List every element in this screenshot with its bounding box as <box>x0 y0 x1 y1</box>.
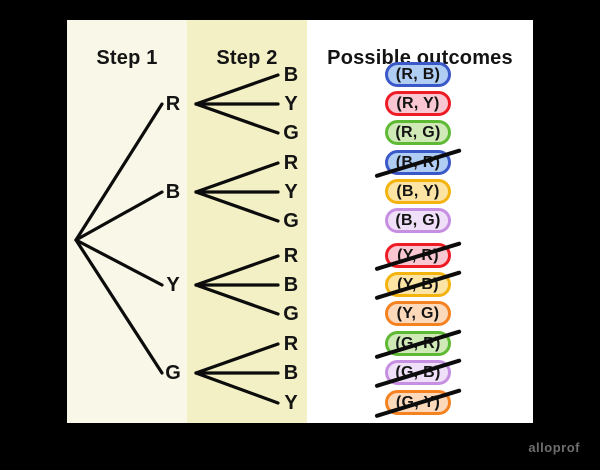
outcome-pill-gy: (G, Y) <box>374 387 462 418</box>
outcome-pill-by: (B, Y) <box>385 179 451 204</box>
node-label-step2-g-r: R <box>283 333 299 355</box>
outcome-label: (R, B) <box>395 65 441 83</box>
node-label-step2-y-b: B <box>283 274 299 296</box>
outcome-pill-yg: (Y, G) <box>385 301 451 326</box>
strikethrough-line <box>374 147 462 178</box>
node-label-step2-r-y: Y <box>284 93 298 115</box>
strikethrough-line <box>374 269 462 300</box>
node-label-step2-y-g: G <box>283 303 299 325</box>
node-label-step2-g-b: B <box>283 362 299 384</box>
strikethrough-line <box>374 387 462 418</box>
outcome-pill-rb: (R, B) <box>385 62 451 87</box>
node-label-step2-r-g: G <box>283 122 299 144</box>
node-label-step1-b: B <box>165 181 181 203</box>
outcome-pill-gr: (G, R) <box>374 328 462 359</box>
outcome-pill-gb: (G, B) <box>374 357 462 388</box>
node-label-step2-r-b: B <box>283 64 299 86</box>
outcome-label: (B, Y) <box>396 182 440 200</box>
node-label-step1-g: G <box>165 362 181 384</box>
outcome-label: (B, G) <box>395 211 441 229</box>
node-label-step2-y-r: R <box>283 245 299 267</box>
strikethrough-line <box>374 328 462 359</box>
node-label-step2-b-g: G <box>283 210 299 232</box>
node-label-step2-b-r: R <box>283 152 299 174</box>
outcome-pill-rg: (R, G) <box>385 120 451 145</box>
outcome-pill-yb: (Y, B) <box>374 269 462 300</box>
outcome-pill-bg: (B, G) <box>385 208 451 233</box>
outcome-pill-ry: (R, Y) <box>385 91 451 116</box>
node-label-step2-b-y: Y <box>284 181 298 203</box>
step1-header: Step 1 <box>96 47 158 69</box>
node-label-step1-y: Y <box>166 274 180 296</box>
outcome-label: (R, Y) <box>396 94 440 112</box>
outcome-pill-yr: (Y, R) <box>374 240 462 271</box>
step2-header: Step 2 <box>216 47 278 69</box>
possible-outcomes-header: Possible outcomes <box>327 47 513 69</box>
strikethrough-line <box>374 240 462 271</box>
node-label-step1-r: R <box>165 93 181 115</box>
alloprof-watermark: alloprof <box>528 440 580 455</box>
outcome-label: (Y, G) <box>396 304 440 322</box>
outcome-label: (R, G) <box>395 123 441 141</box>
outcome-pill-br: (B, R) <box>374 147 462 178</box>
node-label-step2-g-y: Y <box>284 392 298 414</box>
strikethrough-line <box>374 357 462 388</box>
